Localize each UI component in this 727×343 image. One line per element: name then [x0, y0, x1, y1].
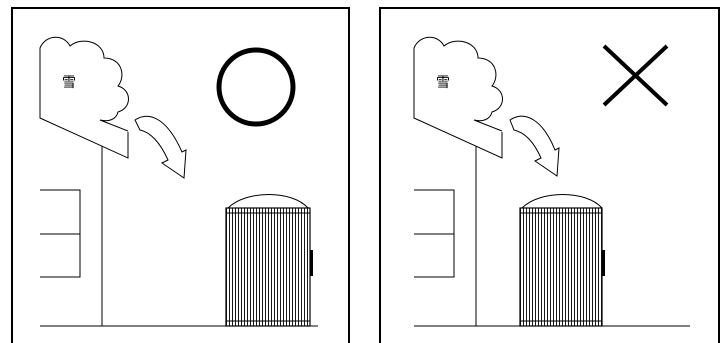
snow-label: 雪 — [62, 75, 76, 91]
snow-cloud — [39, 36, 129, 132]
panel-frame — [379, 7, 720, 343]
roof-eave — [413, 103, 503, 159]
snow-label: 雪 — [436, 75, 450, 91]
roof-eave — [39, 103, 129, 159]
window — [40, 189, 81, 278]
snow-fall-arrow — [134, 115, 187, 179]
snow-cloud — [413, 36, 503, 132]
cross-mark-icon — [602, 44, 669, 107]
outdoor-unit — [225, 194, 313, 327]
outdoor-unit — [519, 194, 605, 327]
panel-frame — [11, 7, 350, 343]
panel-incorrect: 雪 — [379, 7, 720, 343]
circle-mark-icon — [216, 47, 296, 127]
panel-correct: 雪 — [11, 7, 350, 343]
window — [414, 189, 455, 278]
snow-fall-arrow — [509, 115, 560, 177]
